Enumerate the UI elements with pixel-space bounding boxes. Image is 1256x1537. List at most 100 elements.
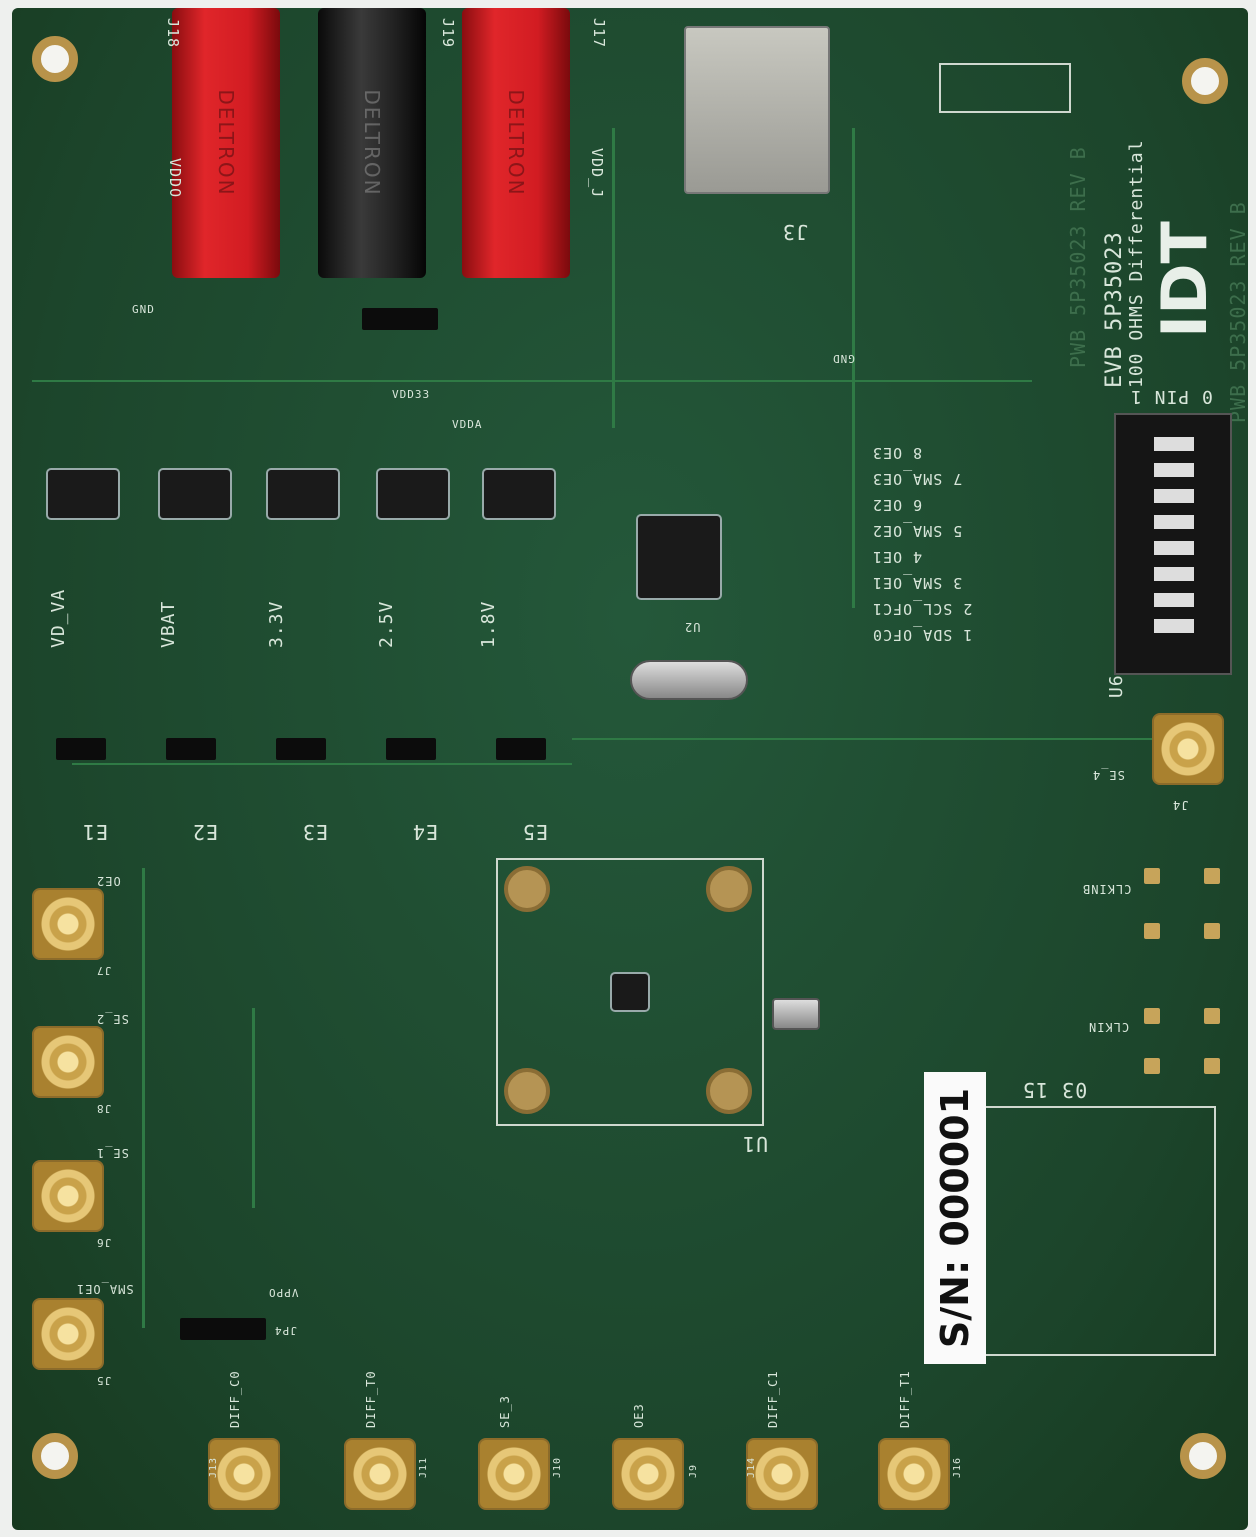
- connector-label: SE_1: [96, 1146, 129, 1160]
- connector-ref: J16: [952, 1456, 963, 1478]
- trace: [142, 868, 145, 1328]
- dip-header-label: 0 PIN 1: [1130, 386, 1213, 407]
- connector-label: OE3: [632, 1403, 646, 1428]
- gnd-label: GND: [832, 352, 855, 365]
- jumper-e5[interactable]: [496, 738, 546, 760]
- sma-connector-j7[interactable]: [32, 888, 104, 960]
- jumper-e3[interactable]: [276, 738, 326, 760]
- jumper-label: E2: [192, 820, 219, 844]
- pin-header-j2[interactable]: [939, 63, 1071, 113]
- sma-connector-j13[interactable]: [208, 1438, 280, 1510]
- trace: [72, 763, 572, 765]
- trace: [612, 128, 615, 428]
- connector-label: SE_2: [96, 1012, 129, 1026]
- brand-label: DELTRON: [504, 89, 528, 197]
- chip-u1: [612, 974, 648, 1010]
- mounting-hole: [1182, 58, 1228, 104]
- dip-switch-toggle[interactable]: [1154, 463, 1194, 477]
- vdd33-label: VDD33: [392, 388, 431, 401]
- pad: [706, 866, 752, 912]
- connector-ref: J6: [96, 1236, 112, 1249]
- dip-switch-toggle[interactable]: [1154, 515, 1194, 529]
- dip-switch-toggle[interactable]: [1154, 541, 1194, 555]
- jumper-e4[interactable]: [386, 738, 436, 760]
- connector-label: DIFF_T0: [364, 1370, 378, 1428]
- sma-connector-j16[interactable]: [878, 1438, 950, 1510]
- binding-post-j18[interactable]: DELTRON: [172, 8, 280, 278]
- trace: [572, 738, 1172, 740]
- mounting-hole: [1180, 1433, 1226, 1479]
- sticker-area: [982, 1106, 1216, 1356]
- sma-connector-j14[interactable]: [746, 1438, 818, 1510]
- jumper-e1[interactable]: [56, 738, 106, 760]
- brand-label: DELTRON: [214, 89, 238, 197]
- idt-logo: IDT: [1148, 221, 1221, 338]
- dip-switch-toggle[interactable]: [1154, 437, 1194, 451]
- jumper[interactable]: [362, 308, 438, 330]
- pad: [1204, 868, 1220, 884]
- binding-post-j19[interactable]: DELTRON: [318, 8, 426, 278]
- dip-label: 4 OE1: [872, 548, 923, 566]
- regulator-label: 1.8V: [478, 600, 499, 648]
- regulator-chip: [378, 470, 448, 518]
- crystal: [772, 998, 820, 1030]
- dip-ref: U6: [1106, 674, 1127, 698]
- sma-connector-j4[interactable]: [1152, 713, 1224, 785]
- pad: [1204, 1008, 1220, 1024]
- dip-switch-toggle[interactable]: [1154, 567, 1194, 581]
- pad: [1144, 868, 1160, 884]
- jumper-label: E1: [82, 820, 109, 844]
- connector-label: DIFF_T1: [898, 1370, 912, 1428]
- dip-switch-toggle[interactable]: [1154, 489, 1194, 503]
- jumper-e2[interactable]: [166, 738, 216, 760]
- pwb-label: PWB 5P35023 REV B: [1226, 201, 1248, 423]
- sma-connector-j5[interactable]: [32, 1298, 104, 1370]
- regulator-chip: [48, 470, 118, 518]
- sma-connector-j6[interactable]: [32, 1160, 104, 1232]
- connector-label: CLKIN: [1088, 1020, 1130, 1034]
- regulator-label: VBAT: [158, 600, 179, 648]
- jumper-label: JP4: [274, 1324, 297, 1337]
- vppo-label: VPPO: [268, 1286, 299, 1299]
- usb-ref-label: J3: [782, 220, 809, 244]
- connector-label: OE2: [96, 874, 121, 888]
- dip-switch-toggle[interactable]: [1154, 619, 1194, 633]
- regulator-chip: [160, 470, 230, 518]
- jumper-jp4[interactable]: [180, 1318, 266, 1340]
- board-subtitle: 100 OHMS Differential: [1126, 139, 1147, 388]
- pad: [504, 1068, 550, 1114]
- connector-ref: J4: [1172, 798, 1189, 812]
- connector-ref: J8: [96, 1102, 112, 1115]
- dip-switch-toggle[interactable]: [1154, 593, 1194, 607]
- sma-connector-j10[interactable]: [478, 1438, 550, 1510]
- pad: [1144, 1008, 1160, 1024]
- sma-connector-j8[interactable]: [32, 1026, 104, 1098]
- sma-connector-j11[interactable]: [344, 1438, 416, 1510]
- vdda-label: VDDA: [452, 418, 483, 431]
- dip-label: 8 OE3: [872, 444, 923, 462]
- connector-label: SE_4: [1092, 768, 1125, 782]
- chip-label: U1: [742, 1132, 769, 1156]
- connector-ref: J11: [418, 1456, 429, 1478]
- chip-label: U2: [684, 620, 701, 634]
- trace: [32, 380, 1032, 382]
- dip-label: 2 SCL_OFC1: [872, 600, 973, 618]
- connector-ref: J7: [96, 964, 112, 977]
- dip-label: 3 SMA_OE1: [872, 574, 963, 592]
- sma-connector-j9[interactable]: [612, 1438, 684, 1510]
- dip-switch-labels: 8 OE3 7 SMA_OE3 6 OE2 5 SMA_OE2 4 OE1 3 …: [872, 436, 1042, 644]
- regulator-chip: [268, 470, 338, 518]
- mounting-hole: [32, 1433, 78, 1479]
- connector-ref: J14: [746, 1456, 757, 1478]
- binding-post-j17[interactable]: DELTRON: [462, 8, 570, 278]
- pwb-label: PWB 5P35023 REV B: [1066, 146, 1090, 368]
- dip-switch-u6[interactable]: [1114, 413, 1232, 675]
- ref-label: J18: [164, 18, 182, 49]
- pad: [1144, 1058, 1160, 1074]
- connector-ref: J9: [688, 1463, 699, 1478]
- trace: [852, 128, 855, 608]
- connector-ref: J10: [552, 1456, 563, 1478]
- brand-label: DELTRON: [360, 89, 384, 197]
- pad: [1204, 923, 1220, 939]
- usb-connector[interactable]: [684, 26, 830, 194]
